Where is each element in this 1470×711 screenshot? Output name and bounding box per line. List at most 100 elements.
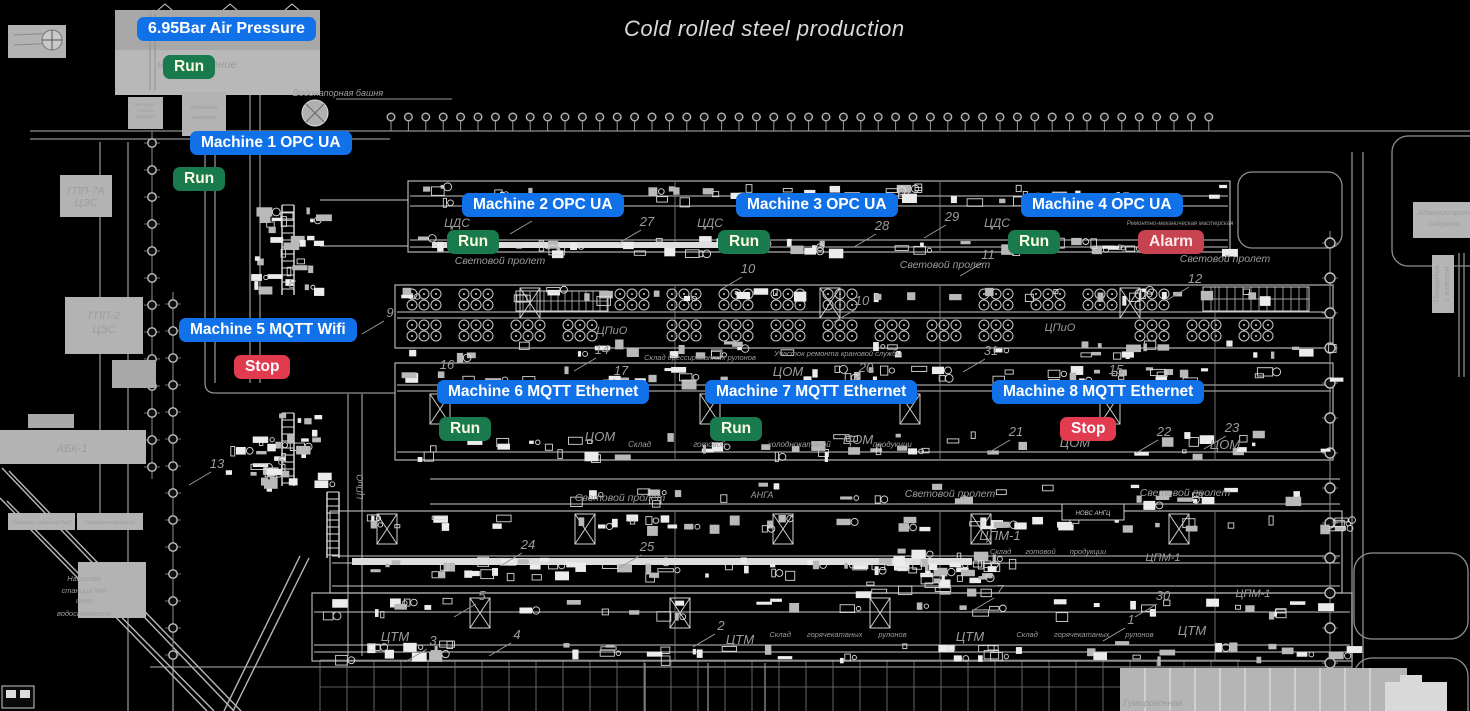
svg-text:15: 15 <box>1109 362 1124 377</box>
svg-text:11: 11 <box>981 247 995 262</box>
svg-text:13: 13 <box>210 456 225 471</box>
plan-label-ctm: ЦТМ <box>956 629 985 644</box>
svg-text:10: 10 <box>855 293 870 308</box>
plan-label-sklad-dress: Склад дрессированных рулонов <box>644 353 756 362</box>
svg-text:24: 24 <box>520 537 535 552</box>
svg-text:30: 30 <box>1156 588 1171 603</box>
plan-label-cpio: ЦПиО <box>1045 322 1076 334</box>
plan-label-sklad-gor: Склад горячекатаных рулонов <box>1016 630 1153 639</box>
plan-label-gpp2: ЦЭС <box>92 324 116 336</box>
plan-callout-numbers: 2627282910111291081416172031151362122232… <box>188 205 1240 663</box>
plan-label-sklad-hol: Склад готовой холоднокатаной продукции <box>628 440 912 449</box>
machine-3-status-badge[interactable]: Run <box>718 230 771 254</box>
plan-label-svetovoy: Световой пролет <box>575 492 666 504</box>
plan-label-ploschadka: Площадка <box>1432 266 1441 302</box>
machine-6-label[interactable]: Machine 6 MQTT Ethernet <box>437 380 650 404</box>
air-pressure-label[interactable]: 6.95Bar Air Pressure <box>137 17 316 41</box>
plan-label-vent: Вентиля- <box>135 102 156 107</box>
plan-label-gradirnya: Градирня насосной <box>85 519 134 526</box>
machine-4-label[interactable]: Machine 4 OPC UA <box>1021 193 1183 217</box>
svg-text:28: 28 <box>874 218 890 233</box>
machine-5-label[interactable]: Machine 5 MQTT Wifi <box>179 318 357 342</box>
plan-label-gpp2: ГПП-2 <box>88 310 120 322</box>
plan-label-com: ЦОМ <box>1210 437 1241 452</box>
plan-label-sklad-got: Склад готовой продукции <box>990 547 1107 556</box>
plan-label-vodonapor: Водонапорная башня <box>293 88 384 98</box>
plan-label-bash: Башенная <box>191 105 217 111</box>
plan-label-svetovoy: Световой пролет <box>455 255 546 267</box>
railway-tracks <box>0 467 310 711</box>
plan-label-gpp7a: ГПП-7А <box>67 185 104 197</box>
plan-label-svetovoy: Световой пролет <box>905 488 996 500</box>
svg-text:29: 29 <box>944 209 959 224</box>
svg-text:20: 20 <box>858 360 874 375</box>
svg-text:10: 10 <box>741 261 756 276</box>
svg-text:27: 27 <box>639 214 655 229</box>
plan-label-abk1: АБК-1 <box>56 443 88 455</box>
svg-text:21: 21 <box>1008 424 1023 439</box>
svg-text:9: 9 <box>386 305 393 320</box>
svg-text:1: 1 <box>1127 612 1134 627</box>
svg-text:3: 3 <box>429 633 437 648</box>
plan-labels: ное отделение Вентиля- торная градирня Б… <box>11 59 1470 708</box>
plan-label-cpio: ЦПиО <box>597 325 628 337</box>
plan-label-vent: торная <box>137 108 154 113</box>
plan-label-cds: ЦДС <box>697 216 723 230</box>
machine-2-status-badge[interactable]: Run <box>447 230 500 254</box>
plan-label-nasosnaya: цеха <box>76 596 92 605</box>
svg-text:31: 31 <box>984 343 998 358</box>
machine-7-status-badge[interactable]: Run <box>710 417 763 441</box>
page-title: Cold rolled steel production <box>624 16 905 41</box>
svg-text:22: 22 <box>1156 424 1172 439</box>
plan-label-nasosnaya: Насосная <box>67 574 101 583</box>
plan-label-nasosnaya: водоснабжения <box>57 609 111 618</box>
svg-text:12: 12 <box>1188 271 1203 286</box>
plan-label-gradirnya-6: Градирня насосной №6 <box>11 519 72 526</box>
machine-2-label[interactable]: Machine 2 OPC UA <box>462 193 624 217</box>
plan-label-com: ЦОМ <box>773 364 804 379</box>
plan-label-com: ЦОМ <box>585 429 616 444</box>
svg-text:14: 14 <box>595 342 609 357</box>
svg-text:8: 8 <box>288 276 296 291</box>
plan-label-sklad-gor: Склад горячекатаных рулонов <box>769 630 906 639</box>
plan-label-admin: Лаборатор <box>1427 222 1461 228</box>
plan-label-remont: Ремонтно-механическая мастерская <box>1127 221 1234 227</box>
svg-text:5: 5 <box>478 588 486 603</box>
plan-label-uchastok: Участок ремонта крановой службы <box>773 349 902 358</box>
plan-label-vent: градирня <box>135 114 155 119</box>
machine-3-label[interactable]: Machine 3 OPC UA <box>736 193 898 217</box>
plan-label-gumirovochnaya: Гумировочная <box>1124 698 1183 708</box>
machine-7-label[interactable]: Machine 7 MQTT Ethernet <box>705 380 918 404</box>
plan-label-cds: ЦДС <box>984 216 1010 230</box>
plan-label-svetovoy: Световой пролет <box>1180 253 1271 265</box>
plan-label-novs: НОВС АНГЦ <box>1076 511 1111 517</box>
plan-label-ctm: ЦТМ <box>1178 623 1207 638</box>
plan-label-cpm1: ЦПМ-1 <box>979 528 1020 543</box>
svg-text:25: 25 <box>639 539 655 554</box>
plan-label-nasosnaya: станция №6 <box>61 586 107 595</box>
machine-1-label[interactable]: Machine 1 OPC UA <box>190 131 352 155</box>
machine-8-label[interactable]: Machine 8 MQTT Ethernet <box>992 380 1205 404</box>
plan-label-cpm1: ЦПМ-1 <box>1236 588 1271 600</box>
machine-6-status-badge[interactable]: Run <box>439 417 492 441</box>
plan-label-svetovoy: Световой пролет <box>900 259 991 271</box>
svg-text:17: 17 <box>614 363 629 378</box>
plan-label-ctm: ЦТМ <box>726 632 755 647</box>
site-buildings <box>0 3 1470 711</box>
machine-4-status-badge[interactable]: Run <box>1008 230 1061 254</box>
svg-text:6: 6 <box>277 453 285 468</box>
machine-1-status-badge[interactable]: Run <box>173 167 226 191</box>
svg-text:2: 2 <box>716 618 725 633</box>
machine-4-alarm-badge[interactable]: Alarm <box>1138 230 1204 254</box>
air-pressure-status-badge[interactable]: Run <box>163 55 216 79</box>
svg-text:7: 7 <box>996 582 1004 597</box>
plan-label-ctm: ЦТМ <box>381 629 410 644</box>
machine-8-status-badge[interactable]: Stop <box>1060 417 1117 441</box>
plan-label-svetovoy: Световой пролет <box>1140 487 1231 499</box>
machine-5-status-badge[interactable]: Stop <box>234 355 291 379</box>
svg-text:16: 16 <box>440 357 455 372</box>
plan-label-bash: градирня <box>192 115 216 121</box>
plan-label-admin: Администрат <box>1417 208 1469 217</box>
plan-label-cpio: ЦПиО <box>355 474 365 499</box>
